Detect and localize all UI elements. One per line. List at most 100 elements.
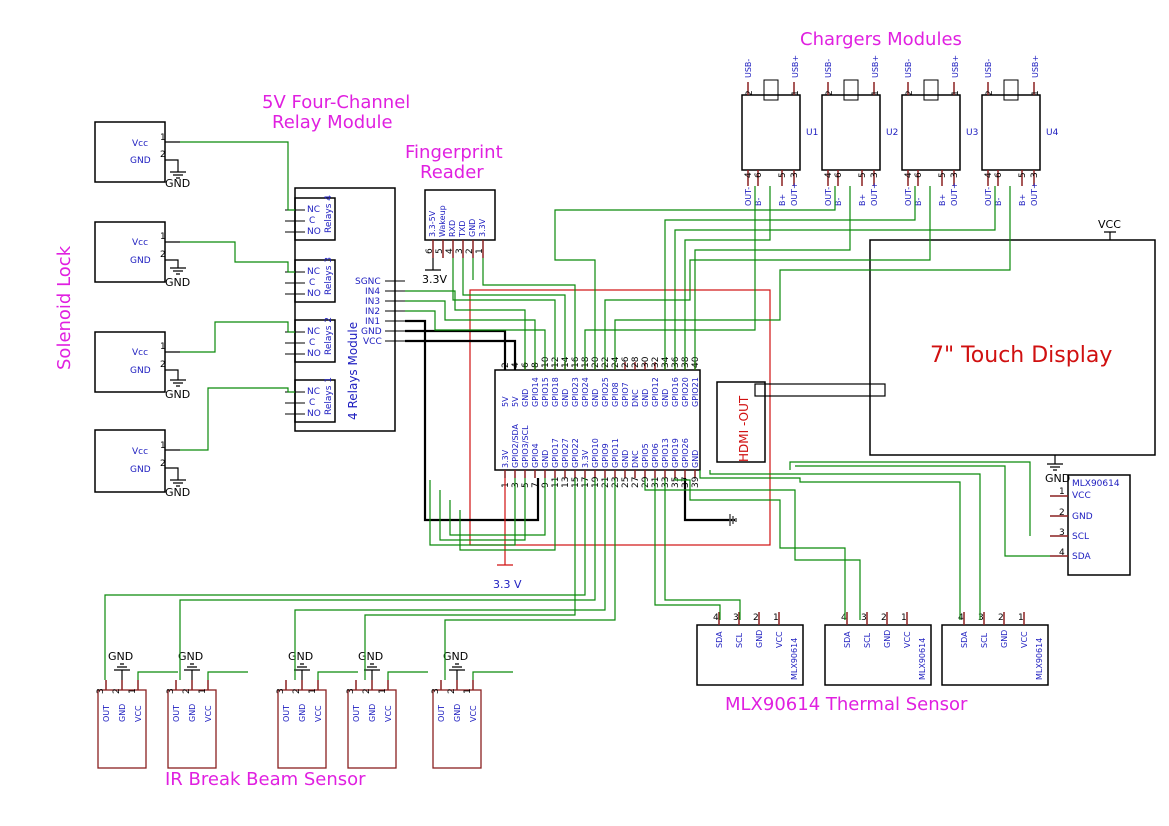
ir-pin-num: 2 bbox=[112, 688, 122, 694]
ir-pin-name: OUT bbox=[102, 705, 111, 722]
mlx-pin-name: SCL bbox=[980, 632, 989, 648]
charger-pin-name: B+ bbox=[938, 194, 947, 206]
svg-text:2: 2 bbox=[465, 248, 475, 254]
charger-pin-num: 6 bbox=[754, 172, 764, 178]
svg-text:RXD: RXD bbox=[448, 220, 457, 237]
ir-pin-num: 2 bbox=[182, 688, 192, 694]
charger-pin-name: USB+ bbox=[871, 55, 880, 78]
relay-1-label: Relays 1 bbox=[324, 377, 334, 415]
gnd-label: GND bbox=[165, 486, 190, 499]
solenoid-lock-2: Vcc GND 1 2 bbox=[94, 221, 166, 283]
svg-text:3.3-5V: 3.3-5V bbox=[428, 210, 437, 237]
svg-text:C: C bbox=[309, 278, 315, 288]
svg-text:3.3V: 3.3V bbox=[478, 218, 487, 237]
rpi-pin-name: GPIO13 bbox=[661, 438, 670, 468]
charger-pin-name: OUT- bbox=[984, 187, 993, 206]
charger-pin-num: 3 bbox=[870, 172, 880, 178]
rpi-pin-name: GND bbox=[641, 389, 650, 407]
rpi-pin-name: GPIO12 bbox=[651, 377, 660, 407]
charger-pin-name: B- bbox=[914, 198, 923, 206]
charger-pin-num: 5 bbox=[858, 172, 868, 178]
mlx-title: MLX90614 bbox=[1035, 638, 1044, 680]
solenoid-lock-3: Vcc GND 1 2 bbox=[94, 331, 166, 393]
charger-pin-name: USB- bbox=[984, 59, 993, 78]
rpi-pin-num: 22 bbox=[601, 357, 611, 368]
mlx-pin-name: GND bbox=[883, 630, 892, 648]
relay-title-line2: Relay Module bbox=[272, 112, 393, 133]
gnd-label: GND bbox=[358, 650, 383, 663]
rpi-top-pins: 25V45V6GND8GPIO1410GPIO1512GPIO1814GND16… bbox=[501, 356, 701, 407]
charger-pin-num: 6 bbox=[994, 172, 1004, 178]
mlx-section-title: MLX90614 Thermal Sensor bbox=[725, 694, 968, 715]
svg-text:4: 4 bbox=[445, 248, 455, 254]
hdmi-cable bbox=[754, 383, 886, 397]
charger-pin-num: 5 bbox=[938, 172, 948, 178]
mlx-pin-name: SDA bbox=[843, 631, 852, 648]
solenoid-pin-1: 1 bbox=[160, 133, 166, 143]
mlx-pin-num: 2 bbox=[753, 613, 759, 623]
svg-text:2: 2 bbox=[1059, 508, 1065, 518]
rpi-pin-name: GPIO3/SCL bbox=[521, 425, 530, 468]
solenoid-lock-1: Vcc GND 1 2 bbox=[94, 121, 166, 183]
ir-pin-name: GND bbox=[368, 704, 377, 722]
mlx-pin-num: 4 bbox=[841, 613, 847, 623]
enclosure-outline bbox=[469, 289, 771, 546]
charger-pin-name: B+ bbox=[778, 194, 787, 206]
ir-pin-name: GND bbox=[188, 704, 197, 722]
rpi-pin-name: GND bbox=[591, 389, 600, 407]
rpi-pin-num: 24 bbox=[611, 356, 621, 368]
charger-pin-num: 6 bbox=[914, 172, 924, 178]
rpi-pin-num: 9 bbox=[541, 482, 551, 488]
svg-text:MLX90614: MLX90614 bbox=[1072, 479, 1120, 489]
charger-pin-name: USB+ bbox=[791, 55, 800, 78]
mlx-right-stubs bbox=[1050, 495, 1068, 557]
rpi-pin-num: 3 bbox=[511, 482, 521, 488]
charger-pin-name: OUT- bbox=[824, 187, 833, 206]
charger-pin-num: 3 bbox=[790, 172, 800, 178]
rpi-pin-name: GPIO19 bbox=[671, 438, 680, 468]
mlx-pin-num: 2 bbox=[881, 613, 887, 623]
ir-pin-num: 3 bbox=[431, 688, 441, 694]
rpi-pin-num: 14 bbox=[561, 356, 571, 368]
ir-pin-name: OUT bbox=[282, 705, 291, 722]
rpi-pin-name: GND bbox=[661, 389, 670, 407]
relay-4-label: Relays 4 bbox=[324, 195, 334, 233]
fp-power-symbol bbox=[425, 258, 441, 271]
rpi-pin-num: 7 bbox=[531, 482, 541, 488]
solenoid-vcc-label: Vcc bbox=[132, 348, 148, 358]
solenoid-pin-2: 2 bbox=[160, 459, 166, 469]
rpi-pin-name: GPIO20 bbox=[681, 377, 690, 407]
fingerprint-reader bbox=[424, 189, 496, 241]
gnd-label: GND bbox=[165, 388, 190, 401]
svg-text:1: 1 bbox=[475, 248, 485, 254]
ir-pin-name: GND bbox=[298, 704, 307, 722]
rpi-pin-num: 10 bbox=[541, 356, 551, 368]
rpi-pin-name: GPIO17 bbox=[551, 438, 560, 468]
ir-pin-num: 3 bbox=[166, 688, 176, 694]
svg-text:SDA: SDA bbox=[1072, 552, 1091, 562]
mlx-pin-name: SDA bbox=[960, 631, 969, 648]
vcc-label: VCC bbox=[1098, 218, 1121, 231]
ir-pin-num: 2 bbox=[292, 688, 302, 694]
ir-pin-num: 3 bbox=[96, 688, 106, 694]
svg-text:NC: NC bbox=[307, 387, 320, 397]
ir-pin-name: GND bbox=[453, 704, 462, 722]
charger-pin-name: OUT+ bbox=[790, 182, 799, 206]
mlx-pin-num: 3 bbox=[978, 613, 984, 623]
rpi-pin-num: 29 bbox=[641, 476, 651, 488]
rpi-pin-name: GPIO22 bbox=[571, 438, 580, 468]
solenoid-gnd-label: GND bbox=[130, 366, 151, 376]
charger-pin-name: OUT+ bbox=[950, 182, 959, 206]
rpi-pin-name: GPIO24 bbox=[581, 377, 590, 407]
mlx-pin-num: 1 bbox=[901, 613, 907, 623]
rpi-pin-num: 26 bbox=[621, 356, 631, 368]
ir-pin-name: VCC bbox=[384, 705, 393, 722]
rpi-pin-name: GND bbox=[561, 389, 570, 407]
solenoid-vcc-label: Vcc bbox=[132, 139, 148, 149]
svg-text:VCC: VCC bbox=[363, 337, 382, 347]
solenoid-gnd-label: GND bbox=[130, 156, 151, 166]
